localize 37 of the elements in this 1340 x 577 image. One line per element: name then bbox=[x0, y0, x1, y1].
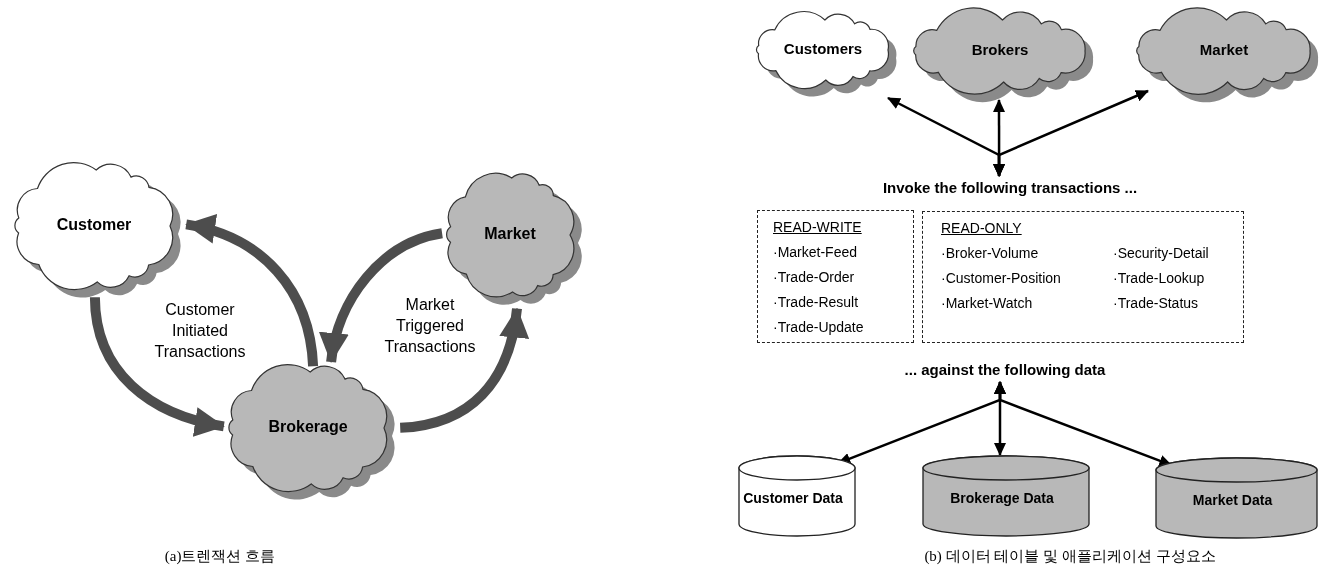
arrow bbox=[993, 89, 1149, 177]
dashed-box bbox=[757, 210, 914, 343]
cylinder-label: Market Data bbox=[1191, 492, 1274, 508]
cloud-label: Brokers bbox=[970, 41, 1030, 58]
database-cylinder bbox=[1155, 457, 1318, 539]
cloud-label: Customers bbox=[782, 40, 864, 57]
curved-arrow bbox=[399, 307, 528, 433]
list-item: ·Security-Detail bbox=[1113, 245, 1209, 261]
database-cylinder bbox=[922, 455, 1090, 537]
list-item: ·Market-Watch bbox=[941, 295, 1033, 311]
list-item: ·Trade-Update bbox=[773, 319, 864, 335]
list-item: ·Trade-Order bbox=[773, 269, 855, 285]
list-item: ·Trade-Status bbox=[1113, 295, 1199, 311]
heading-text: Invoke the following transactions ... bbox=[880, 176, 1140, 200]
caption: (b) 데이터 테이블 및 애플리케이션 구성요소 bbox=[923, 547, 1217, 566]
list-item: ·Customer-Position bbox=[941, 270, 1061, 286]
cylinder-label: Customer Data bbox=[742, 490, 844, 506]
dashed-box bbox=[922, 211, 1244, 343]
list-item: ·Broker-Volume bbox=[941, 245, 1039, 261]
loop-label: Customer Initiated Transactions bbox=[153, 300, 247, 362]
list-heading: READ-WRITE bbox=[773, 219, 862, 235]
heading-text: ... against the following data bbox=[880, 358, 1130, 382]
database-cylinder bbox=[738, 455, 856, 537]
loop-label: Market Triggered Transactions bbox=[383, 295, 477, 357]
cloud-label: Brokerage bbox=[267, 418, 349, 436]
curved-arrow bbox=[89, 296, 225, 436]
cloud-label: Market bbox=[483, 225, 537, 243]
list-heading: READ-ONLY bbox=[941, 220, 1022, 236]
cloud-label: Customer bbox=[55, 216, 133, 234]
cloud-label: Market bbox=[1198, 41, 1250, 58]
curved-arrow bbox=[320, 228, 444, 363]
list-item: ·Market-Feed bbox=[773, 244, 858, 260]
caption: (a)트렌잭션 흐름 bbox=[163, 547, 277, 566]
curved-arrow bbox=[185, 215, 319, 367]
list-item: ·Trade-Result bbox=[773, 294, 859, 310]
list-item: ·Trade-Lookup bbox=[1113, 270, 1205, 286]
cylinder-label: Brokerage Data bbox=[949, 490, 1055, 506]
